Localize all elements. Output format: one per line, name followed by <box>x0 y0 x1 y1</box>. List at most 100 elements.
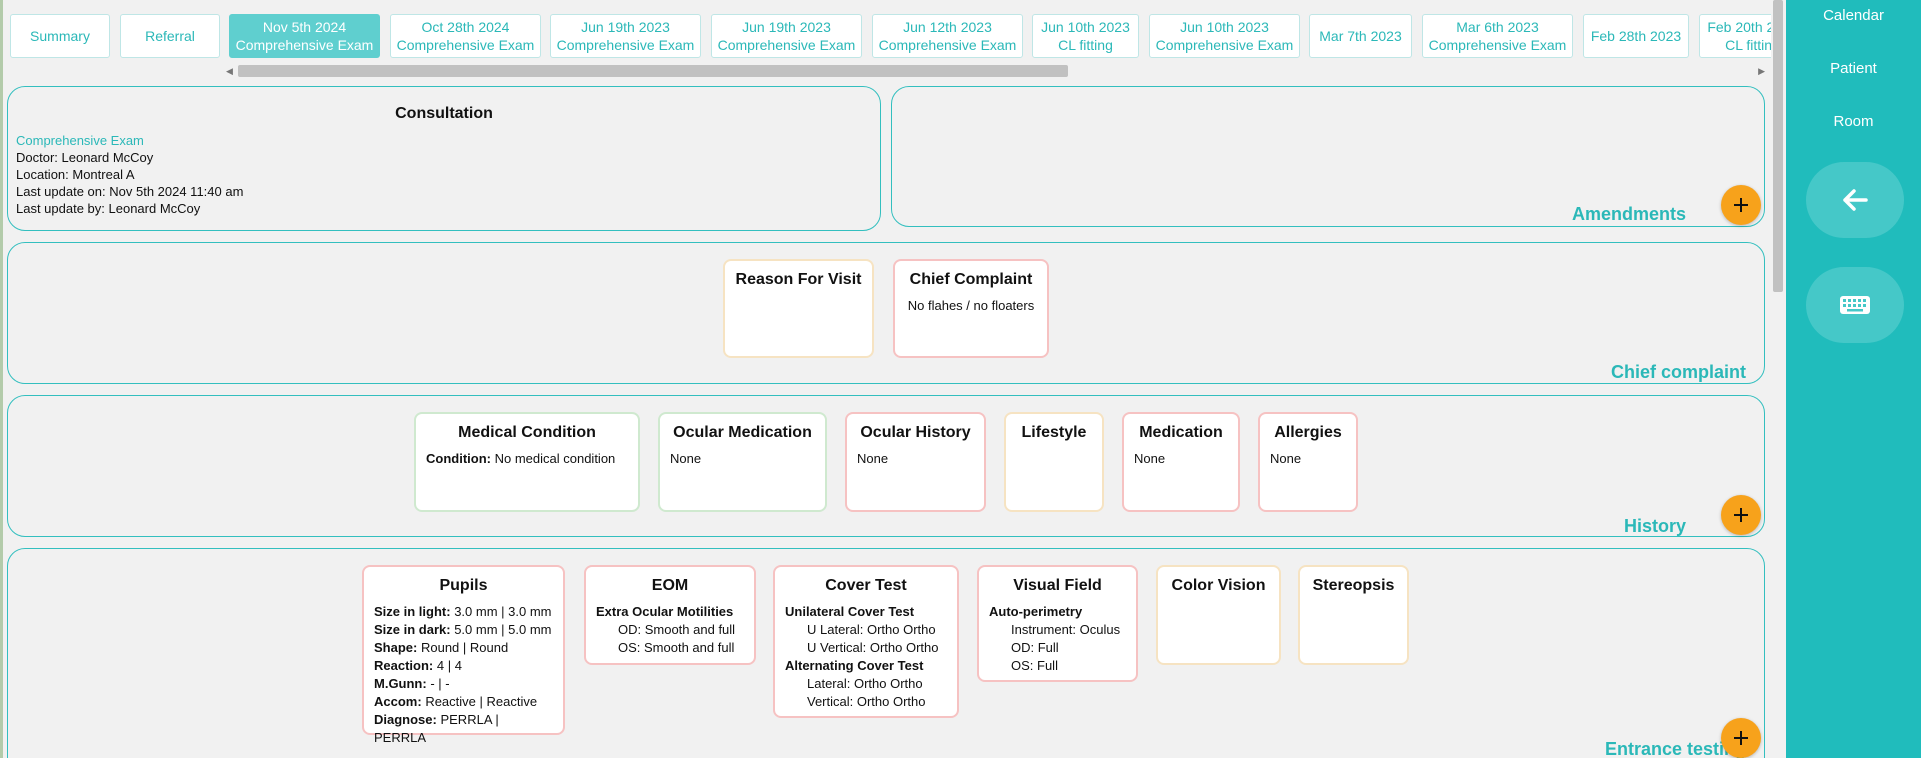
pupils-row: Size in light: 3.0 mm | 3.0 mm <box>374 603 553 621</box>
field-value: 5.0 mm | 5.0 mm <box>454 622 552 637</box>
os-value: OS: Full <box>1011 658 1058 673</box>
tab-type: Comprehensive Exam <box>1428 37 1567 53</box>
tab-date: Jun 19th 2023 <box>742 19 831 35</box>
card-title: Medical Condition <box>458 424 596 441</box>
scroll-right-icon[interactable]: ▶ <box>1758 66 1765 76</box>
tab-date: Jun 12th 2023 <box>903 19 992 35</box>
card-title: Cover Test <box>825 577 907 594</box>
instrument-value: Instrument: Oculus <box>1011 622 1121 637</box>
card-title: Visual Field <box>1013 577 1102 594</box>
pupils-row: Diagnose: PERRLA | PERRLA <box>374 711 553 747</box>
amendments-label: Amendments <box>1571 204 1686 224</box>
reason-for-visit-card[interactable]: Reason For Visit <box>723 259 874 358</box>
card-title: Ocular History <box>860 424 971 441</box>
card-title: Ocular Medication <box>673 424 812 441</box>
cover-test-card[interactable]: Cover Test Unilateral Cover Test U Later… <box>773 565 959 718</box>
scroll-thumb[interactable] <box>238 65 1068 77</box>
section-heading: Unilateral Cover Test <box>785 604 915 619</box>
amendments-panel: Amendments <box>891 86 1765 227</box>
allergies-card[interactable]: Allergies None <box>1258 412 1358 512</box>
chief-complaint-label: Chief complaint <box>1610 362 1746 382</box>
tab-referral[interactable]: Referral <box>120 14 220 58</box>
arrow-left-icon <box>1843 189 1868 211</box>
card-title: Lifestyle <box>1021 424 1087 441</box>
exam-type: Comprehensive Exam <box>16 133 144 148</box>
field-value: Round | Round <box>420 640 509 655</box>
tab-feb-28-2023[interactable]: Feb 28th 2023 <box>1583 14 1689 58</box>
field-label: Shape: <box>374 640 418 655</box>
add-amendment-button[interactable] <box>1721 185 1761 225</box>
plus-icon <box>1734 731 1748 745</box>
pupils-row: Shape: Round | Round <box>374 639 553 657</box>
add-history-button[interactable] <box>1721 495 1761 535</box>
last-update-on-text: Last update on: Nov 5th 2024 11:40 am <box>16 184 244 199</box>
scroll-track[interactable] <box>236 65 1753 77</box>
keyboard-button[interactable] <box>1806 267 1904 343</box>
tab-label: Summary <box>30 28 90 44</box>
visual-field-card[interactable]: Visual Field Auto-perimetry Instrument: … <box>977 565 1138 682</box>
section-heading: Extra Ocular Motilities <box>596 604 734 619</box>
location-text: Location: Montreal A <box>16 167 135 182</box>
card-title: Allergies <box>1274 424 1342 441</box>
entrance-testing-label: Entrance testing <box>1604 739 1746 758</box>
tab-date: Oct 28th 2024 <box>421 19 510 35</box>
cover-test-details: Unilateral Cover Test U Lateral: Ortho O… <box>785 603 947 711</box>
window-edge <box>0 0 3 758</box>
keyboard-icon <box>1840 296 1870 314</box>
field-value: - | - <box>430 676 450 691</box>
u-lateral-value: U Lateral: Ortho Ortho <box>807 622 936 637</box>
card-title: Chief Complaint <box>909 271 1033 288</box>
card-title: EOM <box>651 577 689 594</box>
tab-date: Feb 28th 2023 <box>1590 28 1682 44</box>
pupils-card[interactable]: Pupils Size in light: 3.0 mm | 3.0 mm Si… <box>362 565 565 745</box>
consultation-title: Consultation <box>395 105 493 122</box>
card-title: Medication <box>1139 424 1223 441</box>
ocular-medication-text: None <box>670 451 702 466</box>
scroll-thumb[interactable] <box>1773 0 1783 292</box>
tab-type: Comprehensive Exam <box>1155 37 1294 53</box>
medication-text: None <box>1134 451 1166 466</box>
od-value: OD: Full <box>1011 640 1059 655</box>
stereopsis-card[interactable]: Stereopsis <box>1298 565 1409 665</box>
chief-complaint-card[interactable]: Chief Complaint No flahes / no floaters <box>893 259 1049 358</box>
medication-card[interactable]: Medication None <box>1122 412 1240 512</box>
tab-summary[interactable]: Summary <box>10 14 110 58</box>
consultation-panel: Consultation Comprehensive Exam Doctor: … <box>7 86 881 231</box>
page-vertical-scrollbar[interactable] <box>1771 0 1784 758</box>
doctor-text: Doctor: Leonard McCoy <box>16 150 154 165</box>
field-value: 4 | 4 <box>436 658 462 673</box>
nav-calendar[interactable]: Calendar <box>1823 7 1884 24</box>
vertical-value: Vertical: Ortho Ortho <box>807 694 926 709</box>
u-vertical-value: U Vertical: Ortho Ortho <box>807 640 939 655</box>
medical-condition-card[interactable]: Medical Condition Condition: No medical … <box>414 412 640 512</box>
back-button[interactable] <box>1806 162 1904 238</box>
lifestyle-card[interactable]: Lifestyle <box>1004 412 1104 512</box>
chief-complaint-panel: Chief complaint <box>7 242 1765 384</box>
color-vision-card[interactable]: Color Vision <box>1156 565 1281 665</box>
ocular-history-card[interactable]: Ocular History None <box>845 412 986 512</box>
nav-room[interactable]: Room <box>1833 113 1874 130</box>
tab-type: CL fitting <box>1058 37 1113 53</box>
nav-patient[interactable]: Patient <box>1830 60 1877 77</box>
tabs-horizontal-scrollbar[interactable]: ◀ ▶ <box>222 63 1767 79</box>
field-value: PERRLA | PERRLA <box>374 712 499 745</box>
card-title: Stereopsis <box>1312 577 1395 594</box>
right-sidebar: Calendar Patient Room <box>1786 0 1921 758</box>
tab-mar-7-2023[interactable]: Mar 7th 2023 <box>1309 14 1412 58</box>
tab-type: CL fitting <box>1725 37 1775 53</box>
add-entrance-test-button[interactable] <box>1721 718 1761 758</box>
eom-card[interactable]: EOM Extra Ocular Motilities OD: Smooth a… <box>584 565 756 665</box>
ocular-medication-card[interactable]: Ocular Medication None <box>658 412 827 512</box>
scroll-left-icon[interactable]: ◀ <box>226 66 233 76</box>
pupils-row: Accom: Reactive | Reactive <box>374 693 553 711</box>
